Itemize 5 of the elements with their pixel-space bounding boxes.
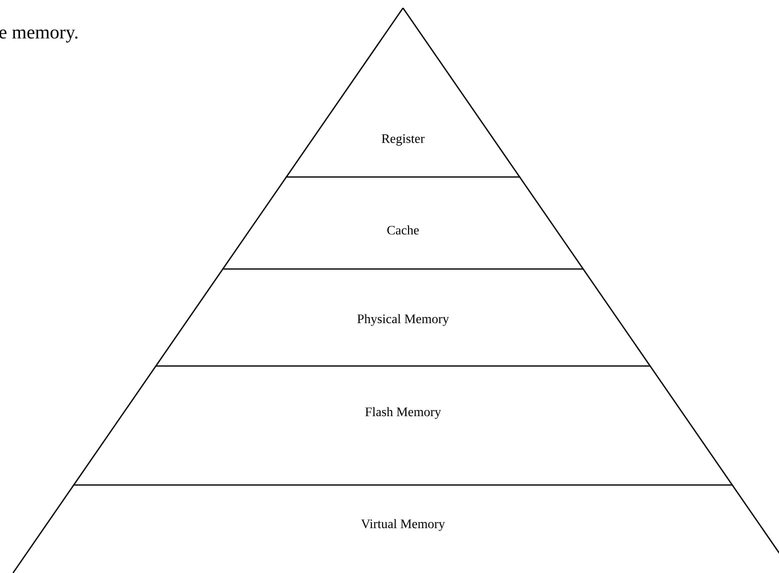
pyramid-layer: Physical Memory — [154, 268, 652, 367]
pyramid-layer: Register — [285, 6, 521, 178]
pyramid-layer: Cache — [222, 176, 584, 270]
pyramid-layer: Flash Memory — [72, 366, 734, 486]
pyramid-layer: Virtual Memory — [12, 484, 779, 573]
